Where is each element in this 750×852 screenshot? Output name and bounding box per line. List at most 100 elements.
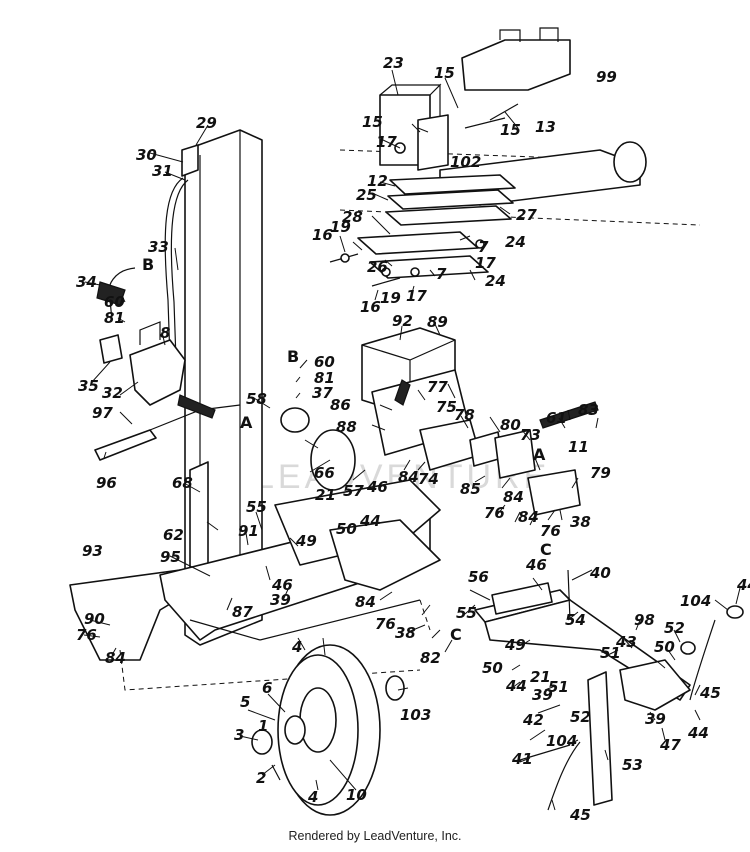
callout-32: 32 [102, 384, 123, 402]
callout-53: 53 [622, 756, 643, 774]
callout-61: 61 [546, 409, 567, 427]
connection-a-left: A [240, 413, 253, 432]
callout-44-lower: 44 [505, 677, 527, 695]
callout-47: 47 [659, 736, 681, 754]
callout-1: 1 [258, 717, 268, 735]
connection-c-top: C [540, 540, 552, 559]
callout-88: 88 [336, 418, 357, 436]
callout-90: 90 [84, 610, 105, 628]
callout-89: 89 [427, 313, 448, 331]
connection-a-right: A [533, 445, 546, 464]
callout-7-lower: 7 [436, 265, 447, 283]
callout-51-lower: 51 [548, 678, 569, 696]
callout-84-right-a: 84 [503, 488, 524, 506]
callout-87: 87 [232, 603, 253, 621]
callout-54: 54 [565, 611, 586, 629]
callout-15-left: 15 [362, 113, 383, 131]
callout-46-left: 46 [271, 576, 293, 594]
callout-73: 73 [520, 426, 541, 444]
callout-50-right: 50 [654, 638, 675, 656]
parts-diagram: LEADVENTURE [69, 27, 750, 822]
callout-60-left: 60 [104, 293, 125, 311]
callout-24-lower: 24 [485, 272, 506, 290]
callout-4-bottom: 4 [307, 788, 318, 806]
connection-b-right: B [287, 347, 299, 366]
callout-84-center: 84 [355, 593, 376, 611]
callout-37: 37 [312, 384, 333, 402]
callout-39-center: 39 [532, 686, 553, 704]
callout-23: 23 [383, 54, 404, 72]
callout-21-right: 21 [530, 668, 551, 686]
callout-6: 6 [262, 679, 272, 697]
callout-91: 91 [238, 522, 259, 540]
callout-104-right: 104 [680, 592, 711, 610]
callout-102: 102 [450, 153, 481, 171]
callout-50-center: 50 [336, 520, 357, 538]
callout-5: 5 [240, 693, 250, 711]
beam-tray-assembly [329, 27, 701, 287]
callout-45-bottom: 45 [569, 806, 591, 822]
callout-56: 56 [468, 568, 489, 586]
callout-76-left: 76 [76, 626, 97, 644]
callout-44-center: 44 [359, 512, 381, 530]
callout-30: 30 [136, 146, 157, 164]
callout-45-right: 45 [699, 684, 721, 702]
callout-44-right: 44 [736, 576, 750, 594]
callout-84-engine: 84 [398, 468, 419, 486]
callout-78: 78 [454, 406, 475, 424]
callout-46-right: 46 [525, 556, 547, 574]
callout-35: 35 [78, 377, 99, 395]
callout-92: 92 [392, 312, 413, 330]
callout-58: 58 [246, 390, 267, 408]
engine-assembly [280, 327, 599, 516]
callout-66: 66 [314, 464, 335, 482]
callout-17-lower: 17 [406, 287, 427, 305]
callout-26: 26 [367, 258, 388, 276]
callout-96: 96 [96, 474, 117, 492]
callout-34: 34 [76, 273, 97, 291]
callout-38-right: 38 [570, 513, 591, 531]
callout-29: 29 [196, 114, 217, 132]
callout-28: 28 [342, 208, 363, 226]
callout-27: 27 [516, 206, 537, 224]
callout-84-left: 84 [105, 649, 126, 667]
callout-42: 42 [522, 711, 544, 729]
callout-77: 77 [427, 378, 448, 396]
callout-12: 12 [367, 172, 388, 190]
callout-7-upper: 7 [478, 238, 489, 256]
callout-86: 86 [330, 396, 351, 414]
connection-c-bottom: C [450, 625, 462, 644]
callout-75: 75 [436, 398, 457, 416]
callout-10: 10 [346, 786, 367, 804]
callout-19-upper: 19 [330, 218, 351, 236]
callout-103: 103 [400, 706, 431, 724]
wheel-assembly [251, 644, 405, 816]
callout-43: 43 [615, 633, 637, 651]
callout-8: 8 [160, 324, 170, 342]
callout-68: 68 [172, 474, 193, 492]
callout-50-lower: 50 [482, 659, 503, 677]
callout-55-left: 55 [246, 498, 267, 516]
callout-60-right: 60 [314, 353, 335, 371]
callout-52-right: 52 [664, 619, 685, 637]
callout-76-center: 76 [375, 615, 396, 633]
connection-labels: B B A A C C [142, 255, 552, 644]
callout-16-upper: 16 [312, 226, 333, 244]
callout-13: 13 [535, 118, 556, 136]
callout-93: 93 [82, 542, 103, 560]
valve-assembly [94, 267, 241, 461]
footer-credit: Rendered by LeadVenture, Inc. [288, 829, 462, 843]
callout-46-center: 46 [366, 478, 388, 496]
callout-74: 74 [418, 470, 439, 488]
callout-21-center: 21 [315, 486, 336, 504]
callout-38-left: 38 [395, 624, 416, 642]
callout-33: 33 [148, 238, 169, 256]
callout-39-left: 39 [270, 591, 291, 609]
callout-57: 57 [343, 482, 364, 500]
callout-15-top: 15 [434, 64, 455, 82]
callout-62: 62 [163, 526, 184, 544]
callout-76-right-b: 76 [540, 522, 561, 540]
callout-44-hitch: 44 [687, 724, 709, 742]
callout-3: 3 [234, 726, 244, 744]
callout-84-right-b: 84 [518, 508, 539, 526]
